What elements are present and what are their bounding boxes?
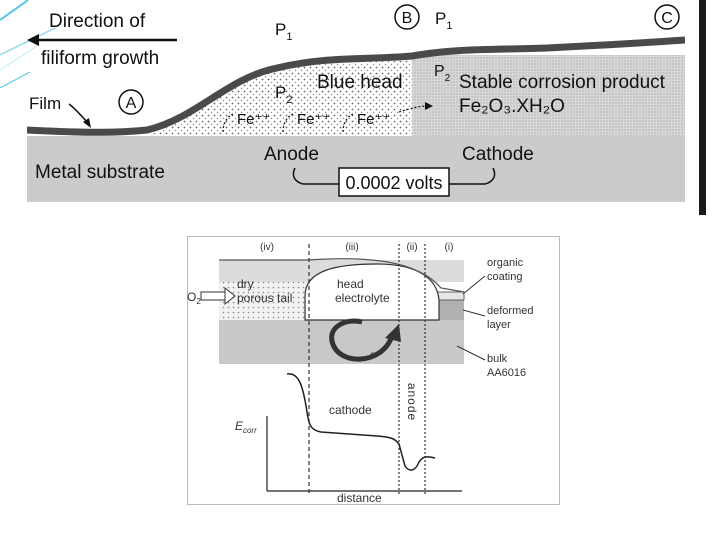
- stable-product-formula: Fe₂O₃.XH₂O: [459, 96, 565, 117]
- p2-head-label: P2: [275, 83, 292, 106]
- voltage-label: 0.0002 volts: [345, 173, 442, 193]
- zone-i-label: (i): [445, 242, 454, 253]
- film-pointer-head: [83, 118, 91, 128]
- figure-frame-edge: [699, 0, 706, 215]
- head-electrolyte: [304, 263, 440, 321]
- corrosion-potential-diagram: (iv) (iii) (ii) (i) O2 dry porous tail h…: [187, 236, 560, 505]
- filiform-growth-diagram: Direction of filiform growth P1 P1 P2 P2…: [27, 4, 685, 202]
- anode-label: Anode: [264, 144, 319, 165]
- porous-tail-label: porous tail: [237, 291, 292, 305]
- zone-ii-label: (ii): [406, 242, 417, 253]
- fe-arrow-1: [222, 113, 234, 133]
- deformed-pointer: [462, 309, 486, 317]
- direction-label: Direction of: [49, 11, 146, 32]
- anode-region-label: anode: [405, 383, 419, 421]
- blue-head-region: [147, 60, 412, 136]
- fe-arrow-2: [282, 113, 294, 133]
- porous-tail: [219, 282, 317, 320]
- deformed-layer-label: deformed: [487, 305, 533, 317]
- bulk-label: bulk: [487, 353, 508, 365]
- metal-substrate-label: Metal substrate: [35, 162, 165, 183]
- point-c-circle: [654, 4, 680, 30]
- circuit-wire: [292, 167, 496, 185]
- p1-right-label: P1: [435, 9, 452, 32]
- electron-label: e: [370, 350, 376, 361]
- coating-film: [27, 36, 685, 136]
- point-c-label: C: [661, 10, 673, 27]
- deformed-layer: [437, 300, 464, 320]
- slide-corner-decoration: [0, 0, 56, 89]
- blue-head-label: Blue head: [317, 72, 403, 93]
- direction-label-2: filiform growth: [41, 48, 159, 69]
- bulk-pointer: [456, 345, 486, 361]
- point-a-label: A: [126, 95, 137, 112]
- p1-left-label: P1: [275, 20, 292, 43]
- organic-coating-label: organic: [487, 257, 524, 269]
- p2-product-label: P2: [434, 63, 451, 84]
- fe-ion-label-1: Fe⁺⁺: [237, 111, 270, 128]
- organic-coating-label-2: coating: [487, 271, 522, 283]
- distance-axis-label: distance: [337, 491, 382, 505]
- head-label: head: [337, 277, 364, 291]
- coating-outline: [219, 258, 465, 293]
- bulk-alloy-label: AA6016: [487, 367, 526, 379]
- electron-arrowhead: [385, 324, 401, 342]
- o2-label: O2: [187, 290, 201, 306]
- zone-iii-label: (iii): [345, 242, 358, 253]
- fe-arrow-4: [398, 105, 428, 113]
- electrolyte-label: electrolyte: [335, 291, 390, 305]
- fe-ion-label-3: Fe⁺⁺: [357, 111, 390, 128]
- deformed-layer-label-2: layer: [487, 319, 511, 331]
- point-a-circle: [118, 89, 144, 115]
- fe-arrow-3: [342, 113, 354, 133]
- coating-pointer: [462, 275, 486, 295]
- corrosion-product-region: [412, 55, 685, 136]
- organic-coating: [436, 291, 465, 301]
- zone-iv-label: (iv): [260, 242, 274, 253]
- electron-circulation-arrow: [329, 318, 395, 362]
- o2-arrow-head: [224, 286, 236, 306]
- fe-arrowhead-4: [425, 102, 433, 110]
- ecorr-axis-label: Ecorr: [235, 419, 257, 435]
- o2-arrow-shaft: [200, 291, 226, 301]
- ecorr-curve: [286, 373, 436, 471]
- fe-ion-label-2: Fe⁺⁺: [297, 111, 330, 128]
- cathode-label: Cathode: [462, 144, 534, 165]
- voltage-box: [338, 167, 450, 197]
- stable-product-label: Stable corrosion product: [459, 72, 666, 93]
- point-b-circle: [394, 4, 420, 30]
- cathode-region-label: cathode: [329, 403, 372, 417]
- point-b-label: B: [402, 10, 413, 27]
- film-label: Film: [29, 94, 61, 113]
- direction-arrowhead: [27, 34, 39, 46]
- dry-tail-label: dry: [237, 277, 254, 291]
